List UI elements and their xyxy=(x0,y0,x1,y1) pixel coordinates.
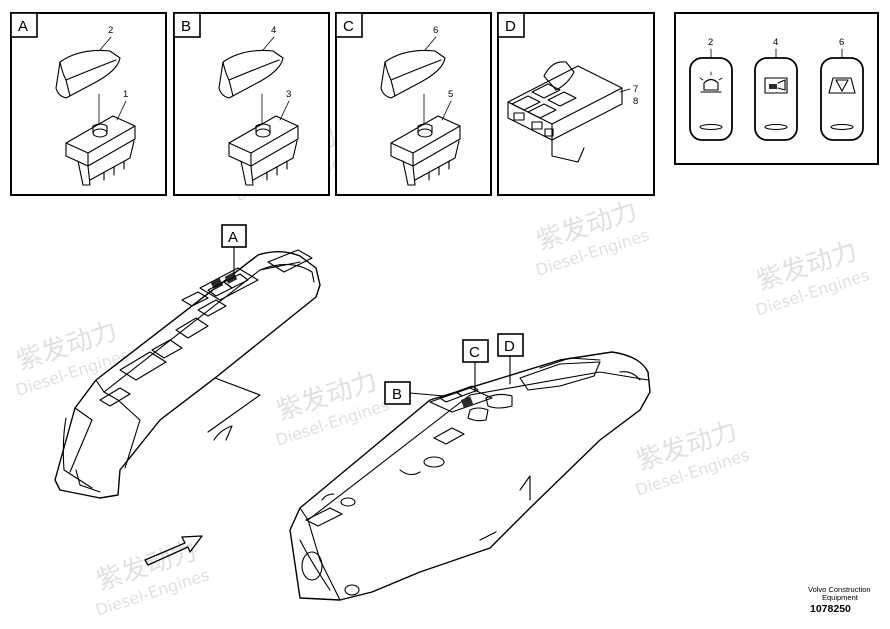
company-name: Volvo Construction xyxy=(808,585,871,594)
console-label-b: B xyxy=(392,386,402,403)
beacon-switch xyxy=(689,57,733,141)
wiper-switch xyxy=(820,57,864,141)
callout-number: 6 xyxy=(433,25,438,36)
switch-rocker-cap xyxy=(380,49,446,99)
windshield-wiper-icon xyxy=(828,77,856,94)
company-name-2: Equipment xyxy=(822,593,859,602)
detail-panel-c: C 6 5 xyxy=(335,12,492,196)
camera-switch xyxy=(754,57,798,141)
switch-body xyxy=(65,115,136,186)
detail-panel-a: A 2 1 xyxy=(10,12,167,196)
panel-label-d: D xyxy=(505,18,516,35)
detail-panel-b: B 4 3 xyxy=(173,12,330,196)
panel-label-c: C xyxy=(343,18,354,35)
switch-rocker-cap xyxy=(218,49,284,99)
callout-number: 2 xyxy=(108,25,113,36)
switch-body xyxy=(390,115,461,186)
console-label-d: D xyxy=(504,338,515,355)
callout-number: 2 xyxy=(708,37,713,48)
part-number: 1078250 xyxy=(810,603,851,615)
callout-number: 1 xyxy=(123,89,128,100)
right-armrest-console: B C D xyxy=(289,333,651,601)
callout-number: 8 xyxy=(633,96,638,107)
console-label-a: A xyxy=(228,229,238,246)
panel-label-a: A xyxy=(18,18,28,35)
console-label-c: C xyxy=(469,344,480,361)
callout-number: 4 xyxy=(271,25,276,36)
switch-symbol-panel: 2 4 6 xyxy=(674,12,879,165)
switch-module xyxy=(507,61,623,163)
camera-icon xyxy=(764,77,788,94)
callout-number: 5 xyxy=(448,89,453,100)
detail-panel-d: D 7 8 xyxy=(497,12,655,196)
panel-label-b: B xyxy=(181,18,191,35)
beacon-icon xyxy=(699,71,723,93)
callout-number: 6 xyxy=(839,37,844,48)
switch-rocker-cap xyxy=(55,49,121,99)
callout-number: 3 xyxy=(286,89,291,100)
callout-number: 7 xyxy=(633,84,638,95)
direction-arrow xyxy=(144,535,203,566)
left-armrest-console: A xyxy=(54,224,321,499)
footer-info: Volvo Construction Equipment 1078250 xyxy=(808,585,871,615)
callout-number: 4 xyxy=(773,37,778,48)
switch-body xyxy=(228,115,299,186)
